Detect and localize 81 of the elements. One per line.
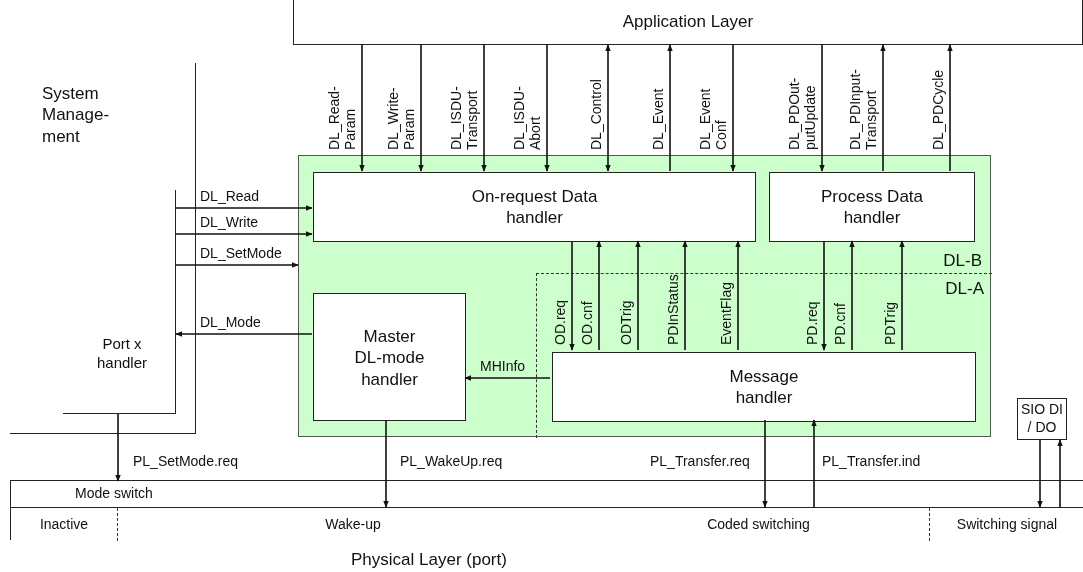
edge-label: DL_ISDU- Transport <box>447 85 480 150</box>
arrow <box>175 262 299 268</box>
edge-label: PDTrig <box>881 300 898 345</box>
arrow <box>418 44 424 172</box>
arrow <box>762 419 768 508</box>
arrow <box>811 419 817 508</box>
node-label: Switching signal <box>955 516 1059 534</box>
arrow <box>175 231 313 237</box>
node-label: Physical Layer (port) <box>351 549 507 571</box>
arrow <box>605 44 611 172</box>
arrow <box>730 44 736 172</box>
arrow <box>821 240 827 351</box>
arrow <box>1057 439 1063 508</box>
edge-label: OD.req <box>551 298 568 345</box>
edge-label: DL_Event <box>649 87 666 150</box>
region-outline <box>10 63 196 434</box>
arrow <box>947 44 953 172</box>
edge-label: PL_SetMode.req <box>133 453 239 470</box>
handler-box <box>313 293 466 421</box>
layer-box <box>293 0 1083 45</box>
edge-label: PD.cnf <box>831 302 848 345</box>
layer-panel <box>298 155 991 437</box>
edge-label: DL_Mode <box>200 314 261 331</box>
arrow <box>383 419 389 508</box>
node-label: System Manage- ment <box>42 83 111 147</box>
edge-label: DL_Write- Param <box>384 86 417 150</box>
node-label: Mode switch <box>75 485 153 503</box>
handler-box <box>769 172 975 242</box>
node-label: Master DL-mode handler <box>353 326 426 390</box>
arrow <box>544 44 550 172</box>
arrow <box>735 240 741 351</box>
edge-label: DL_Read <box>200 188 260 205</box>
node-label: Application Layer <box>621 11 755 33</box>
edge-label: ODTrig <box>617 299 634 345</box>
node-label: SIO DI / DO <box>1020 401 1064 436</box>
edge-label: OD.cnf <box>578 300 595 345</box>
edge-label: DL_PDCycle <box>929 68 946 150</box>
arrow <box>464 375 551 381</box>
arrow <box>175 331 313 337</box>
edge-label: DL_PDOut- putUpdate <box>785 76 818 150</box>
edge-label: PDInStatus <box>664 273 681 345</box>
arrow <box>635 240 641 351</box>
node-label: Wake-up <box>324 516 382 534</box>
edge-label: EventFlag <box>717 280 734 345</box>
handler-box <box>313 172 756 242</box>
edge-label: DL_ISDU- Abort <box>510 85 543 150</box>
arrow <box>481 44 487 172</box>
edge-label: PD.req <box>803 300 820 345</box>
arrow <box>819 44 825 172</box>
arrow <box>682 240 688 351</box>
node-label: Port x handler <box>95 335 148 373</box>
edge-label: MHInfo <box>480 358 526 375</box>
arrow <box>849 240 855 351</box>
node-label: On-request Data handler <box>470 186 599 229</box>
arrow <box>1037 439 1043 508</box>
arrow <box>880 44 886 172</box>
arrow <box>569 240 575 351</box>
arrow <box>667 44 673 172</box>
edge-label: PL_Transfer.ind <box>822 453 921 470</box>
arrow <box>359 44 365 172</box>
handler-box <box>552 352 976 422</box>
arrow <box>115 413 121 482</box>
edge-label: DL_Control <box>587 78 604 150</box>
node-label: Process Data handler <box>819 186 924 229</box>
edge-label: DL_Event Conf <box>696 87 729 150</box>
edge-label: DL_Write <box>200 214 259 231</box>
edge-label: DL_SetMode <box>200 245 282 262</box>
edge-label: DL_PDInput- Transport <box>846 68 879 150</box>
edge-label: PL_Transfer.req <box>650 453 750 470</box>
node-label: Inactive <box>38 516 90 534</box>
node-label: Coded switching <box>706 516 811 534</box>
dashed-region <box>536 273 992 438</box>
node-label: DL-A <box>945 278 984 300</box>
arrow <box>175 205 313 211</box>
arrow <box>596 240 602 351</box>
edge-label: PL_WakeUp.req <box>400 453 503 470</box>
node-label: Message handler <box>728 366 800 409</box>
edge-label: DL_Read- Param <box>325 85 358 150</box>
region-outline <box>63 190 176 414</box>
arrow <box>899 240 905 351</box>
node-label: DL-B <box>943 250 982 272</box>
